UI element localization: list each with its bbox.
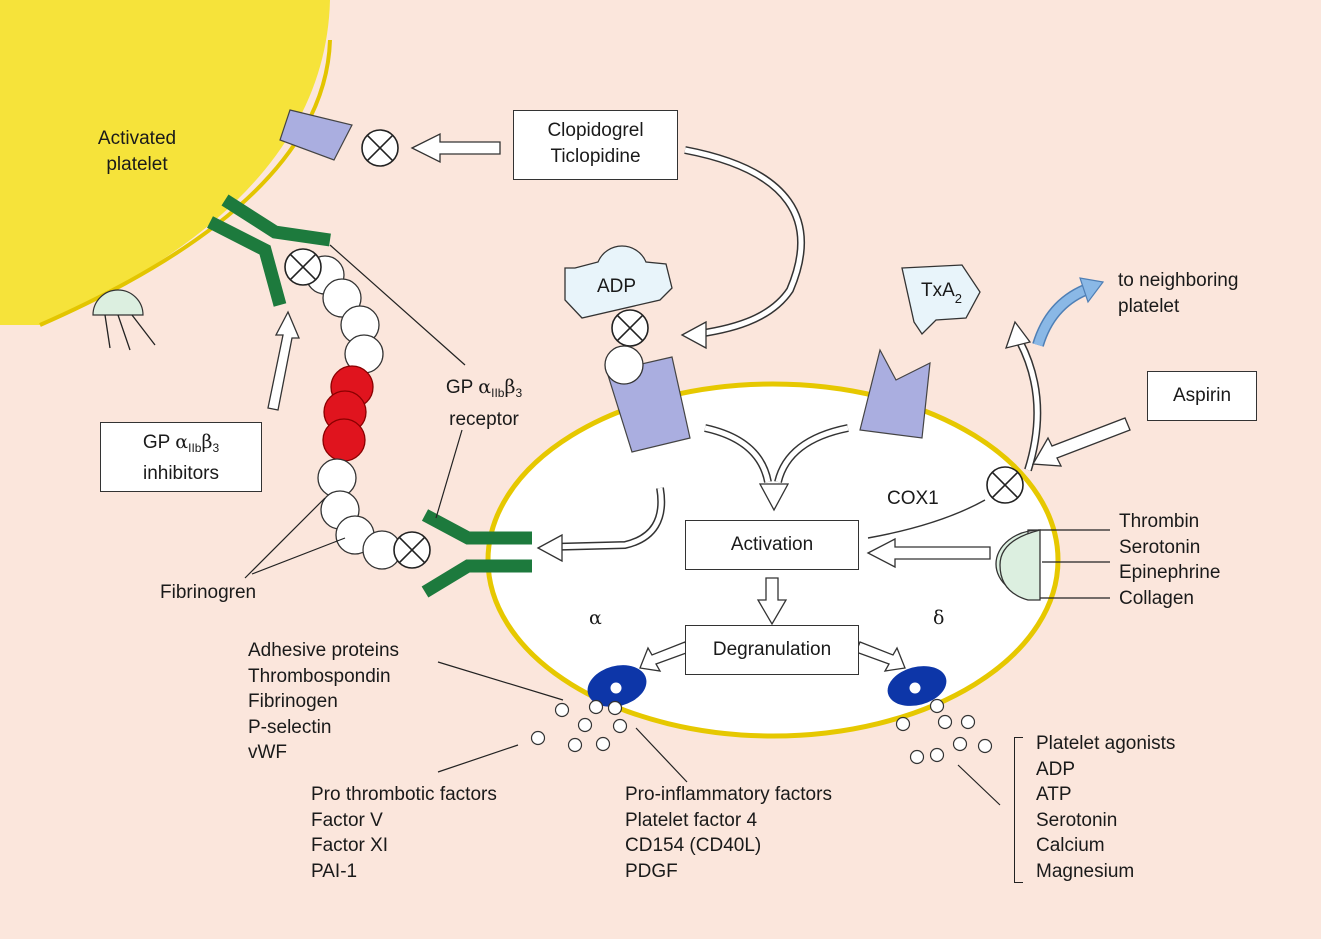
cox1-label: COX1 xyxy=(887,488,939,509)
activation-to-degranulation-arrow xyxy=(756,577,788,626)
adp-receptor-icon xyxy=(279,109,353,161)
receptor-leg xyxy=(117,314,131,351)
leader-line xyxy=(635,727,688,783)
clopidogrel-curve-arrow xyxy=(684,147,804,338)
txa2-receptor-icon xyxy=(859,348,931,439)
arrowhead xyxy=(758,483,790,512)
txa2-ligand-icon xyxy=(901,264,981,336)
alpha-granule-label: α xyxy=(589,607,602,629)
leader-line xyxy=(244,497,326,579)
blocked-circle-icon xyxy=(361,129,399,167)
arrowhead xyxy=(536,533,563,563)
platelet-agonists-list: Platelet agonists ADP ATP Serotonin Calc… xyxy=(1036,733,1176,882)
receptor-leg xyxy=(131,314,156,346)
cox1-blocked-icon xyxy=(986,466,1024,504)
activation-box: Activation xyxy=(685,520,859,570)
clopidogrel-box: Clopidogrel Ticlopidine xyxy=(513,110,678,180)
delta-granule-icon xyxy=(887,666,947,706)
fibrinogen-label: Fibrinogren xyxy=(160,582,257,603)
released-particles-delta xyxy=(895,698,993,765)
activated-platelet-label: Activated platelet xyxy=(97,128,177,175)
adhesive-proteins-list: Adhesive proteins Thrombospondin Fibrino… xyxy=(248,640,400,764)
released-particles-alpha xyxy=(530,699,628,753)
agonists-bracket xyxy=(1014,737,1023,883)
gp-inhibitor-arrow xyxy=(267,310,300,411)
gp-receptor-bottom xyxy=(421,509,532,598)
agonist-to-activation-arrow xyxy=(866,537,991,569)
blocked-circle-icon xyxy=(284,248,322,286)
leader-line xyxy=(437,661,564,701)
gp-receptor-top xyxy=(207,194,331,307)
receptor-leg xyxy=(104,314,111,349)
leader-line xyxy=(329,244,466,366)
arrowhead xyxy=(680,320,707,350)
prothrombotic-list: Pro thrombotic factors Factor V Factor X… xyxy=(311,784,497,882)
leader-line xyxy=(435,429,463,519)
leader-line xyxy=(251,537,346,575)
gp-receptor-label: GP αIIbβ3 receptor xyxy=(445,376,523,430)
activated-platelet-body xyxy=(0,0,330,325)
blocked-circle-icon xyxy=(611,309,649,347)
agonists-list: Thrombin Serotonin Epinephrine Collagen xyxy=(1119,511,1221,609)
platelet-receptor-icon xyxy=(92,289,144,316)
txa2-label: TxA2 xyxy=(921,280,962,306)
aspirin-box: Aspirin xyxy=(1147,371,1257,421)
agonist-receptor-icon xyxy=(999,529,1041,601)
leader-line xyxy=(437,744,519,773)
blocked-circle-icon xyxy=(393,531,431,569)
to-neighboring-platelet-label: to neighboring platelet xyxy=(1118,270,1239,317)
adp-ligand-icon xyxy=(564,245,673,319)
arrowhead xyxy=(1004,320,1032,349)
adp-label: ADP xyxy=(597,276,636,297)
proinflammatory-list: Pro-inflammatory factors Platelet factor… xyxy=(625,784,832,882)
arrowhead xyxy=(1079,277,1105,304)
clopidogrel-arrow xyxy=(410,132,501,164)
alpha-granule-icon xyxy=(587,665,647,707)
adp-ball xyxy=(604,345,644,385)
gp-inhibitors-box: GP αIIbβ3 inhibitors xyxy=(100,422,262,492)
aspirin-arrow xyxy=(1031,417,1131,467)
activation-cox1-line xyxy=(867,499,986,539)
delta-granule-label: δ xyxy=(933,607,945,629)
leader-line xyxy=(957,764,1001,806)
degranulation-box: Degranulation xyxy=(685,625,859,675)
